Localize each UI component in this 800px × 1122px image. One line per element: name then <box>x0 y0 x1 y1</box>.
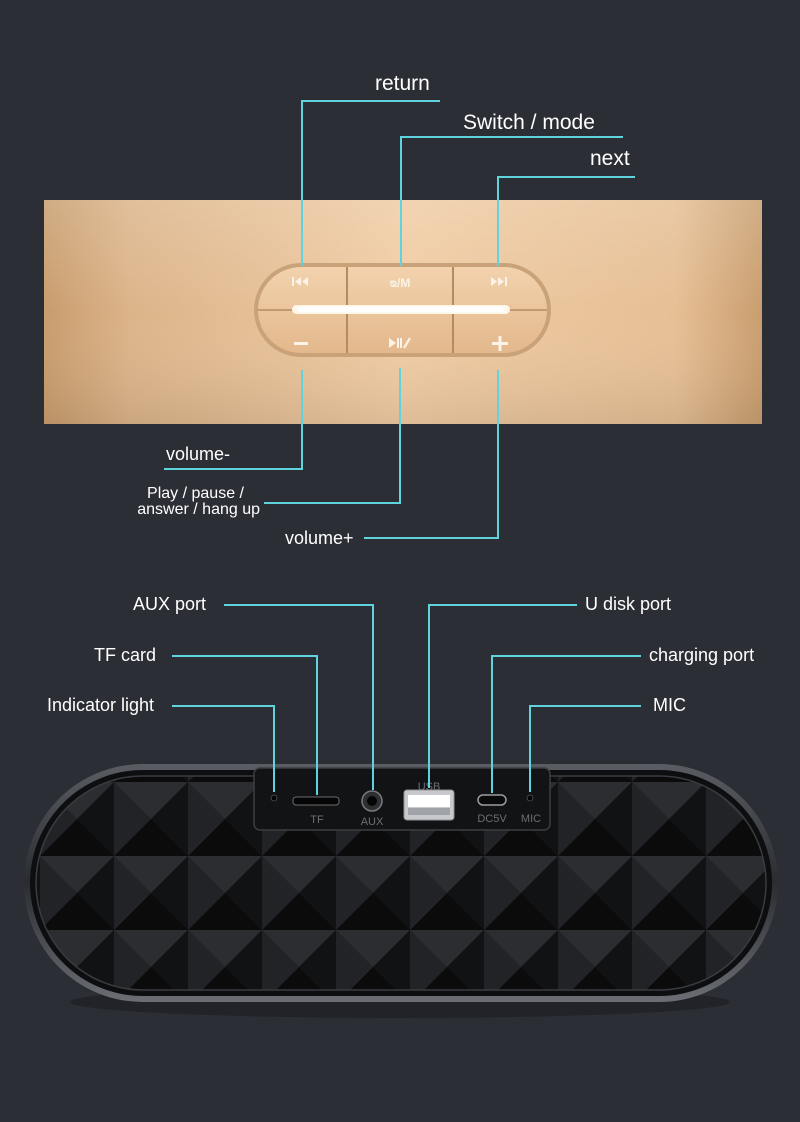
aux-jack <box>361 790 383 812</box>
mic-print: MIC <box>521 813 541 825</box>
leader-lines-bottom <box>172 604 641 795</box>
leader-lines-top <box>164 100 635 539</box>
plus-icon[interactable] <box>492 336 508 351</box>
udisk-port-label: U disk port <box>585 594 672 614</box>
aux-print: AUX <box>361 816 384 828</box>
charging-port-label: charging port <box>649 645 755 665</box>
mode-label: Switch / mode <box>463 111 595 134</box>
play-pause-label: Play / pause / answer / hang up <box>104 486 260 518</box>
minus-icon[interactable] <box>294 342 308 345</box>
aux-port-label: AUX port <box>133 594 207 614</box>
prev-icon[interactable] <box>292 277 308 286</box>
play-pause-icon[interactable] <box>389 337 411 349</box>
play-pause-line2: answer / hang up <box>137 501 260 518</box>
tf-slot <box>292 796 340 806</box>
control-panel <box>44 200 762 424</box>
mic-label: MIC <box>653 695 686 715</box>
indicator-light <box>270 794 278 802</box>
tf-card-label: TF card <box>94 645 157 665</box>
mic-hole <box>526 794 534 802</box>
mode-button-text[interactable]: ᴓ/M <box>390 276 411 290</box>
speaker-body <box>24 764 778 1018</box>
tf-print: TF <box>310 814 324 826</box>
port-panel <box>253 767 551 831</box>
dc-port <box>477 794 507 806</box>
usb-port <box>403 789 455 821</box>
indicator-light-label: Indicator light <box>47 695 155 715</box>
return-label: return <box>375 72 430 95</box>
next-icon[interactable] <box>491 277 507 286</box>
volume-up-label: volume+ <box>285 528 354 548</box>
next-label: next <box>590 147 630 170</box>
play-pause-line1: Play / pause / <box>147 485 244 502</box>
volume-down-label: volume- <box>166 444 231 464</box>
dc-print: DC5V <box>477 813 507 825</box>
